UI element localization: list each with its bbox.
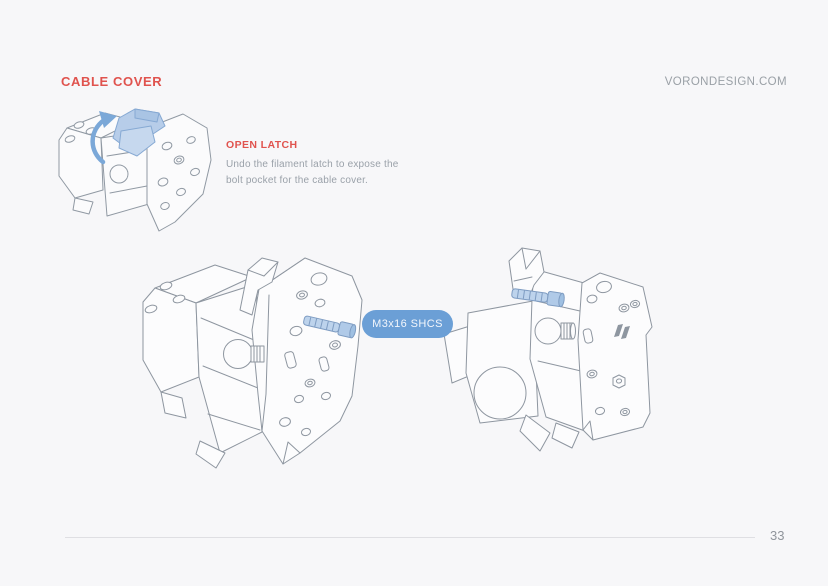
shcs-screw (303, 315, 357, 339)
page-number: 33 (770, 528, 785, 543)
callout-heading: OPEN LATCH (226, 139, 298, 151)
voron-logo-icon (614, 324, 630, 339)
open-latch-callout: OPEN LATCH Undo the filament latch to ex… (226, 139, 401, 189)
site-url: VORONDESIGN.COM (664, 76, 787, 88)
fastener-badge: M3x16 SHCS (362, 310, 453, 338)
footer-divider (65, 537, 755, 538)
open-latch-figure (58, 108, 212, 232)
latch-highlight (112, 108, 166, 157)
callout-body-line2: bolt pocket for the cable cover. (226, 175, 369, 186)
extruder-figure-right (443, 247, 653, 452)
curved-arrow-icon (90, 111, 117, 165)
extruder-figure-left (142, 257, 363, 469)
shcs-screw (511, 288, 565, 308)
callout-body-line1: Undo the filament latch to expose the (226, 159, 399, 170)
page-title: CABLE COVER (61, 74, 163, 89)
